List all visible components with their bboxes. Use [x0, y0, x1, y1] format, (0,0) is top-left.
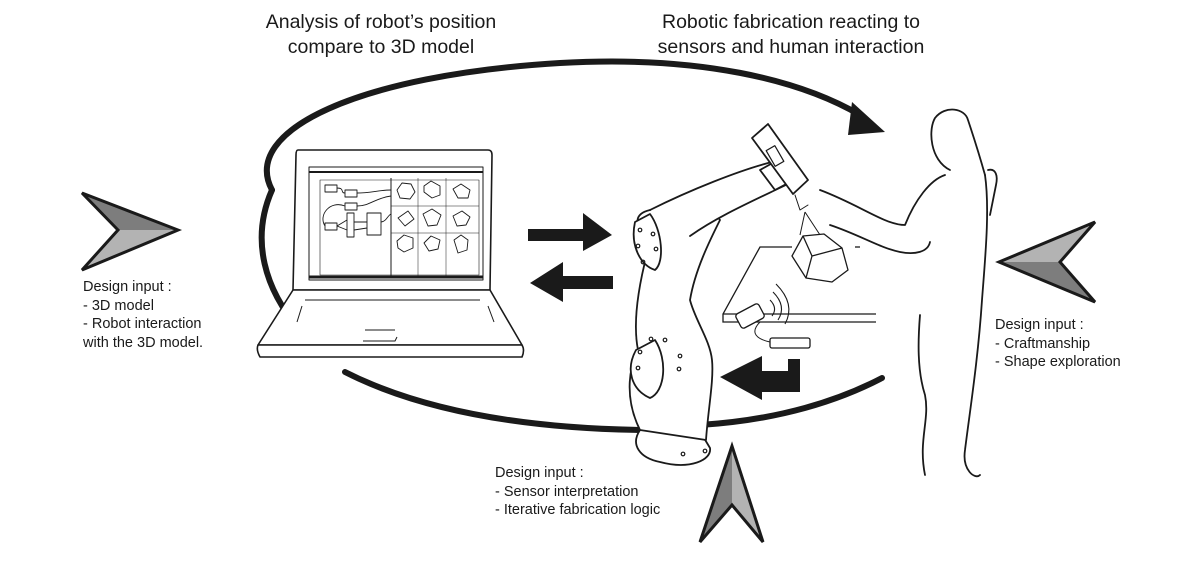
- loop-bottom-right-arc: [697, 375, 885, 428]
- laptop-illustration: [256, 149, 525, 358]
- caption-computer-item: with the 3D model.: [83, 334, 204, 351]
- title-analysis-line1: Analysis of robot’s position: [265, 11, 497, 33]
- human-backpack: [987, 168, 998, 216]
- title-analysis: Analysis of robot’s position compare to …: [250, 10, 512, 60]
- laptop-keyboard-area: [296, 299, 495, 323]
- sensor-device: [735, 283, 811, 349]
- title-fabrication-line1: Robotic fabrication reacting to: [662, 11, 920, 33]
- loop-arrowhead-icon: [848, 102, 885, 135]
- caption-sensor-heading: Design input :: [495, 465, 584, 481]
- arrow-to-computer-icon: [530, 262, 613, 302]
- hexagon-block: [791, 233, 849, 283]
- caption-computer-heading: Design input :: [83, 279, 172, 295]
- model-thumbnails: [391, 178, 479, 277]
- tool-beam: [799, 211, 823, 239]
- title-fabrication: Robotic fabrication reacting to sensors …: [628, 10, 954, 60]
- caption-human-input: Design input : - Craftmanship - Shape ex…: [995, 316, 1121, 372]
- robot-bolts: [635, 227, 708, 457]
- arrow-sensor-to-robot-icon: [720, 356, 800, 400]
- sensor-signal-waves: [769, 283, 790, 325]
- laptop-touchpad: [363, 329, 398, 342]
- caption-computer-item: - 3D model: [83, 297, 154, 314]
- title-analysis-line2: compare to 3D model: [287, 36, 475, 58]
- robot-elbow-joint: [629, 339, 665, 399]
- robot-arm: [628, 123, 809, 466]
- laptop-base: [257, 289, 523, 346]
- workpiece: [791, 211, 849, 283]
- caption-human-item: - Craftmanship: [995, 335, 1091, 352]
- human-arm-upper: [819, 174, 946, 226]
- model-shapes: [396, 180, 471, 254]
- title-fabrication-line2: sensors and human interaction: [657, 36, 925, 58]
- human-figure: [819, 108, 998, 478]
- caption-human-item: - Shape exploration: [995, 354, 1121, 370]
- loop-top-arc: [263, 58, 863, 193]
- caption-sensor-input: Design input : - Sensor interpretation -…: [495, 464, 660, 520]
- chevron-human-input-icon: [995, 220, 1097, 304]
- human-back: [963, 174, 989, 478]
- chevron-sensor-input-icon: [698, 441, 765, 543]
- chevron-computer-input-icon: [80, 191, 183, 272]
- caption-computer-input: Design input : - 3D model - Robot intera…: [83, 278, 203, 352]
- node-graph: [322, 184, 392, 238]
- robot-tool-sensor: [765, 145, 785, 167]
- caption-sensor-item: - Sensor interpretation: [495, 483, 639, 500]
- arrow-to-robot-icon: [528, 213, 612, 251]
- laptop-screen: [308, 166, 484, 281]
- caption-sensor-item: - Iterative fabrication logic: [495, 502, 661, 518]
- exchange-arrows: [528, 213, 800, 400]
- sensor-mount: [769, 337, 811, 349]
- sensor-bracket: [754, 321, 771, 343]
- loop-bottom-arc: [342, 369, 643, 433]
- human-front-leg: [917, 314, 928, 476]
- laptop-front-edge: [256, 344, 525, 358]
- caption-computer-item: - Robot interaction: [83, 316, 202, 332]
- robot-tool-tip: [794, 194, 809, 211]
- caption-human-heading: Design input :: [995, 317, 1084, 333]
- human-arm-lower: [829, 224, 931, 255]
- human-head: [930, 108, 986, 176]
